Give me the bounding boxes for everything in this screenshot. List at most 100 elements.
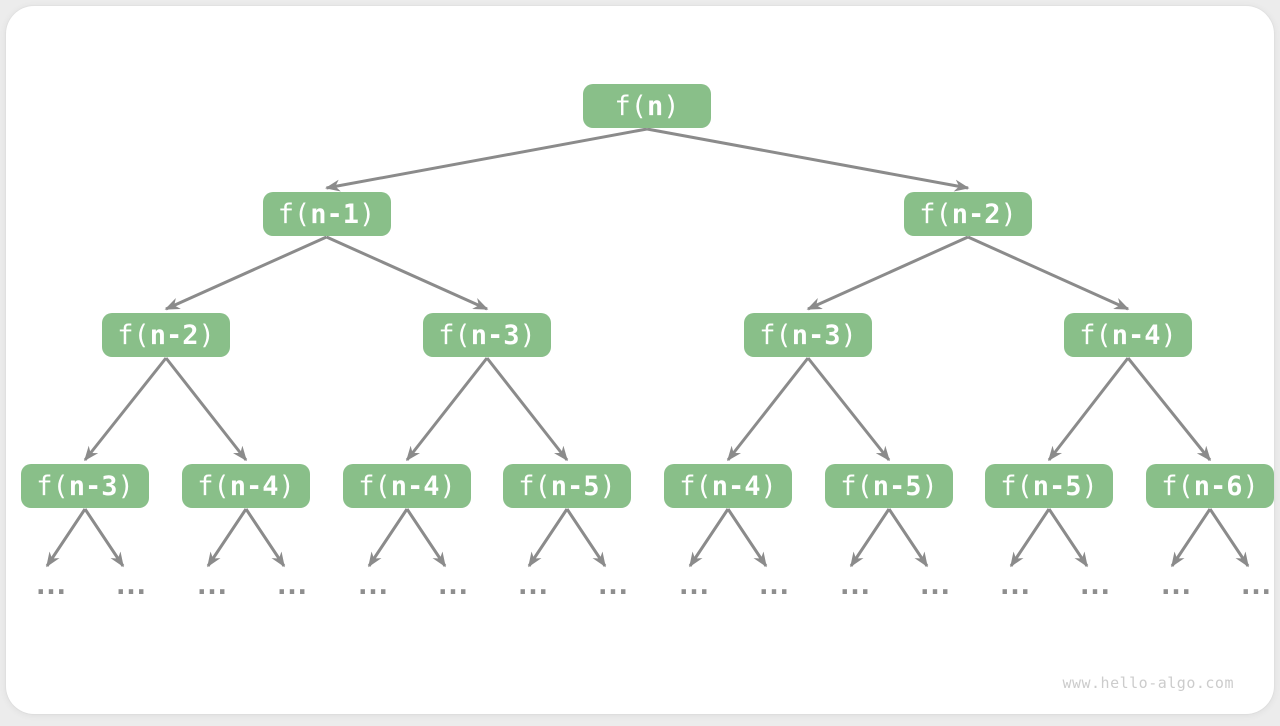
tree-edge-arrow <box>726 508 768 568</box>
ellipsis-leaf: ... <box>434 570 472 601</box>
node-label-core: n-2 <box>149 319 199 351</box>
node-label-post: ) <box>1081 470 1098 502</box>
tree-edge-arrow <box>1170 508 1212 568</box>
node-label-core: n-5 <box>872 470 922 502</box>
node-label-core: n-3 <box>68 470 118 502</box>
node-label-pre: f( <box>277 198 311 230</box>
node-label-pre: f( <box>518 470 551 502</box>
tree-edge-arrow <box>1208 508 1250 568</box>
node-label-core: n-3 <box>791 319 841 351</box>
tree-edge-arrow <box>806 235 969 311</box>
node-label-pre: f( <box>438 319 471 351</box>
node-label-post: ) <box>359 198 376 230</box>
node-label-post: ) <box>198 319 215 351</box>
ellipsis-leaf: ... <box>755 570 793 601</box>
tree-node: f(n) <box>583 84 711 128</box>
node-label-core: n-3 <box>470 319 520 351</box>
tree-node: f(n-4) <box>1064 313 1192 357</box>
tree-edge-arrow <box>325 235 489 311</box>
tree-edge-arrow <box>1047 357 1130 462</box>
tree-edge-arrow <box>45 508 87 568</box>
node-label-post: ) <box>439 470 456 502</box>
node-label-pre: f( <box>117 319 150 351</box>
tree-edge-arrow <box>83 508 125 568</box>
node-label-post: ) <box>760 470 777 502</box>
node-label-post: ) <box>663 90 680 122</box>
node-label-post: ) <box>1242 470 1259 502</box>
tree-node: f(n-1) <box>262 192 391 236</box>
tree-edge-arrow <box>726 357 810 462</box>
node-label-core: n-2 <box>951 198 1001 230</box>
tree-edge-arrow <box>244 508 286 568</box>
node-label-pre: f( <box>358 470 391 502</box>
tree-edge-arrow <box>367 508 409 568</box>
ellipsis-leaf: ... <box>514 570 552 601</box>
node-label-pre: f( <box>759 319 792 351</box>
node-label-pre: f( <box>919 198 952 230</box>
ellipsis-leaf: ... <box>32 570 70 601</box>
tree-node: f(n-5) <box>503 464 631 508</box>
tree-edge-arrow <box>405 508 447 568</box>
tree-node: f(n-4) <box>182 464 310 508</box>
node-label-post: ) <box>840 319 857 351</box>
node-label-post: ) <box>117 470 134 502</box>
tree-node: f(n-5) <box>825 464 953 508</box>
tree-edge-arrow <box>1047 508 1089 568</box>
ellipsis-leaf: ... <box>354 570 392 601</box>
tree-node: f(n-4) <box>664 464 792 508</box>
tree-edge-arrow <box>1126 357 1212 462</box>
tree-edge-arrow <box>967 235 1130 311</box>
node-label-pre: f( <box>1161 470 1194 502</box>
ellipsis-leaf: ... <box>1076 570 1114 601</box>
node-label-pre: f( <box>679 470 712 502</box>
ellipsis-leaf: ... <box>836 570 874 601</box>
node-label-pre: f( <box>1079 319 1112 351</box>
tree-edge-arrow <box>405 357 489 462</box>
node-label-core: n-4 <box>1111 319 1161 351</box>
ellipsis-leaf: ... <box>594 570 632 601</box>
tree-node: f(n-2) <box>102 313 230 357</box>
tree-edge-arrow <box>887 508 929 568</box>
tree-edge-arrow <box>646 127 970 192</box>
tree-edge-arrow <box>1009 508 1051 568</box>
tree-node: f(n-2) <box>904 192 1032 236</box>
node-label-post: ) <box>599 470 616 502</box>
tree-node: f(n-3) <box>744 313 872 357</box>
ellipsis-leaf: ... <box>1237 570 1275 601</box>
node-label-pre: f( <box>614 90 647 122</box>
tree-node: f(n-3) <box>423 313 551 357</box>
ellipsis-leaf: ... <box>193 570 231 601</box>
node-label-pre: f( <box>197 470 230 502</box>
tree-edge-arrow <box>83 357 168 462</box>
node-label-pre: f( <box>36 470 69 502</box>
tree-edge-arrow <box>688 508 730 568</box>
node-label-core: n-6 <box>1193 470 1243 502</box>
node-label-post: ) <box>1160 319 1177 351</box>
node-label-core: n-5 <box>550 470 600 502</box>
tree-node: f(n-5) <box>985 464 1113 508</box>
tree-edge-arrow <box>806 357 891 462</box>
watermark: www.hello-algo.com <box>1062 674 1234 692</box>
tree-edge-arrow <box>206 508 248 568</box>
ellipsis-leaf: ... <box>996 570 1034 601</box>
tree-edge-arrow <box>164 235 328 311</box>
ellipsis-leaf: ... <box>273 570 311 601</box>
node-label-core: n <box>646 90 664 122</box>
node-label-core: n-4 <box>229 470 279 502</box>
ellipsis-leaf: ... <box>1157 570 1195 601</box>
node-label-core: n-4 <box>390 470 440 502</box>
node-label-post: ) <box>1000 198 1017 230</box>
ellipsis-leaf: ... <box>916 570 954 601</box>
tree-edge-arrow <box>164 357 248 462</box>
tree-edge-arrow <box>527 508 569 568</box>
ellipsis-leaf: ... <box>112 570 150 601</box>
node-label-core: n-4 <box>711 470 761 502</box>
tree-node: f(n-4) <box>343 464 471 508</box>
tree-edge-arrow <box>565 508 607 568</box>
tree-node: f(n-6) <box>1146 464 1274 508</box>
node-label-pre: f( <box>1000 470 1033 502</box>
node-label-pre: f( <box>840 470 873 502</box>
node-label-core: n-1 <box>310 198 360 230</box>
node-label-core: n-5 <box>1032 470 1082 502</box>
figure-card: f(n)f(n-1)f(n-2)f(n-2)f(n-3)f(n-3)f(n-4)… <box>6 6 1274 714</box>
